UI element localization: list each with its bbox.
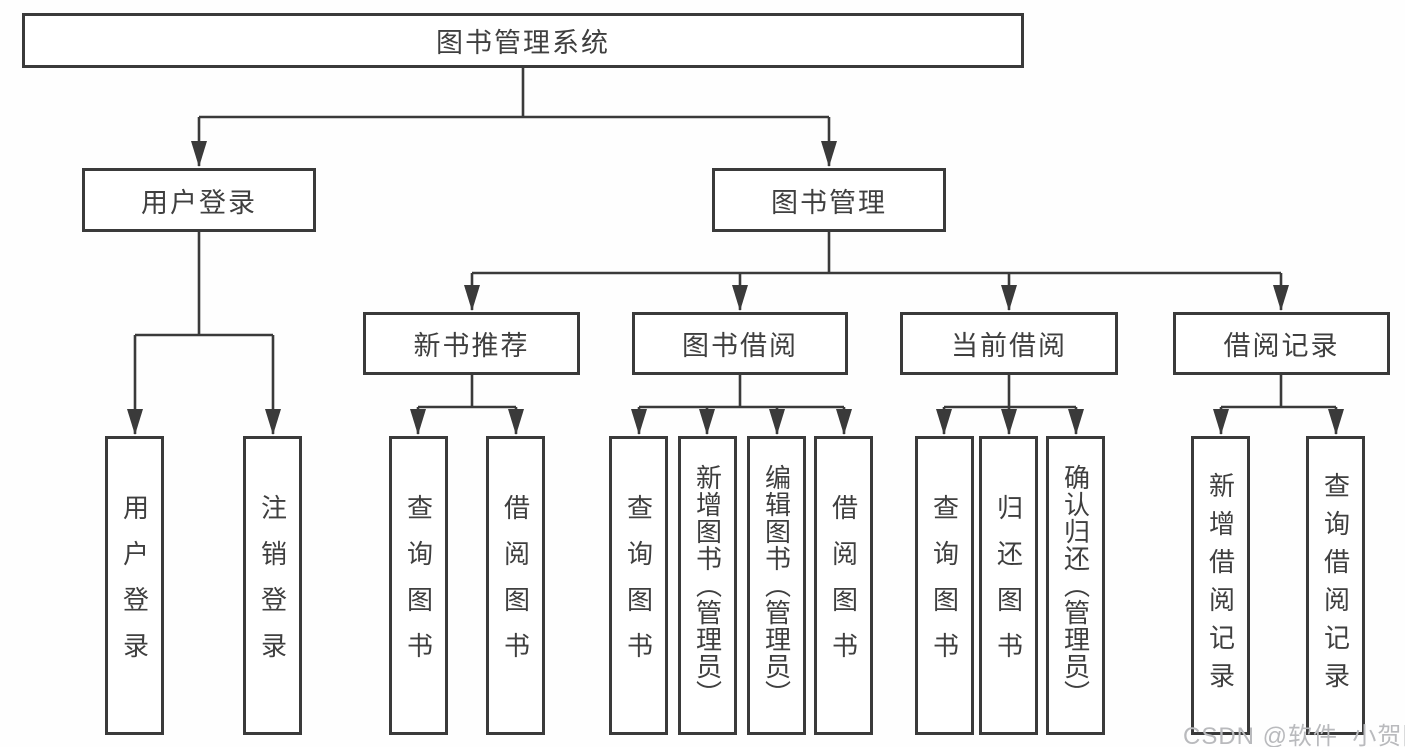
leaf-query-books-recommendation: 查询图书 — [389, 436, 448, 735]
node-borrowing-records: 借阅记录 — [1173, 312, 1390, 375]
leaf-query-books-current: 查询图书 — [915, 436, 974, 735]
leaf-confirm-return-admin: 确认归还（管理员） — [1046, 436, 1105, 735]
node-user-login: 用户登录 — [82, 168, 316, 232]
node-book-management: 图书管理 — [712, 168, 946, 232]
leaf-add-books-admin: 新增图书（管理员） — [678, 436, 737, 735]
node-label: 当前借阅 — [951, 331, 1067, 361]
leaf-add-borrow-record: 新增借阅记录 — [1191, 436, 1250, 735]
node-current-borrowing: 当前借阅 — [900, 312, 1118, 375]
node-label: 借阅记录 — [1223, 331, 1340, 361]
node-label: 查询图书 — [403, 493, 434, 678]
node-label: 查询借阅记录 — [1320, 471, 1351, 700]
csdn-watermark: CSDN @软件_小贺同学 — [1183, 723, 1405, 747]
node-label: 查询图书 — [929, 493, 960, 678]
leaf-logout: 注销登录 — [243, 436, 302, 735]
leaf-query-books-borrowing: 查询图书 — [609, 436, 668, 735]
node-label: 新书推荐 — [413, 331, 530, 361]
node-label: 用户登录 — [141, 187, 257, 218]
node-label: 归还图书 — [993, 493, 1024, 678]
node-new-book-recommendation: 新书推荐 — [363, 312, 580, 375]
node-label: 新增图书（管理员） — [692, 464, 723, 707]
node-label: 图书管理 — [771, 187, 887, 218]
node-label: 图书借阅 — [682, 331, 798, 361]
node-label: 注销登录 — [257, 493, 288, 678]
leaf-borrow-books: 借阅图书 — [814, 436, 873, 735]
leaf-return-books: 归还图书 — [979, 436, 1038, 735]
leaf-edit-books-admin: 编辑图书（管理员） — [747, 436, 806, 735]
leaf-query-borrow-record: 查询借阅记录 — [1306, 436, 1365, 735]
node-label: 图书管理系统 — [436, 28, 610, 58]
node-label: 编辑图书（管理员） — [761, 464, 792, 707]
leaf-user-login: 用户登录 — [105, 436, 164, 735]
node-label: 新增借阅记录 — [1205, 471, 1236, 700]
node-label: 借阅图书 — [828, 493, 859, 678]
node-label: 确认归还（管理员） — [1060, 464, 1091, 707]
node-label: 用户登录 — [119, 493, 150, 678]
leaf-borrow-books-recommendation: 借阅图书 — [486, 436, 545, 735]
node-label: 借阅图书 — [500, 493, 531, 678]
node-book-borrowing: 图书借阅 — [632, 312, 848, 375]
node-label: 查询图书 — [623, 493, 654, 678]
node-library-management-system: 图书管理系统 — [22, 13, 1024, 68]
